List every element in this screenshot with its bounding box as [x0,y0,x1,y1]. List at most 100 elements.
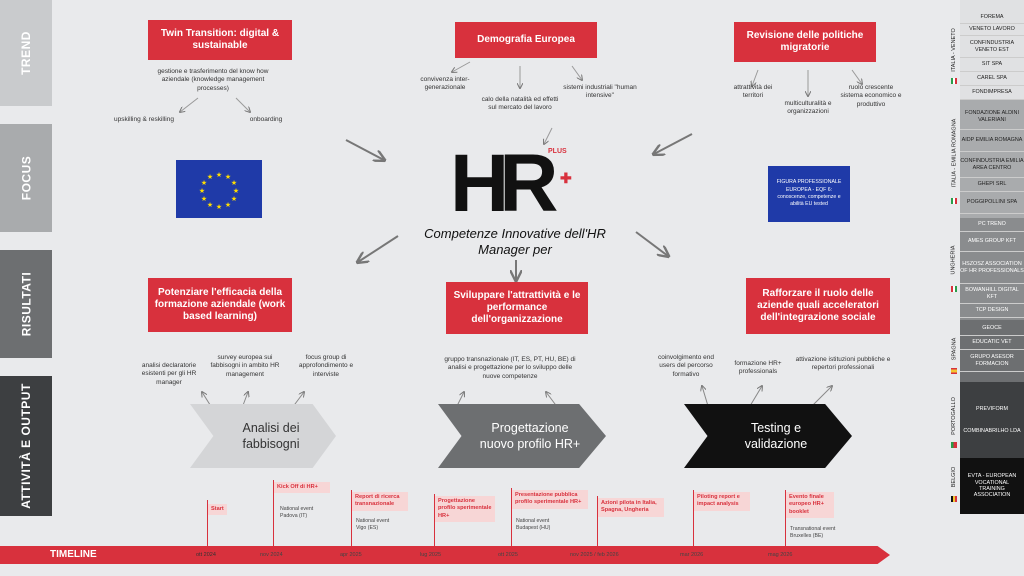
logo-text: HR [450,138,558,229]
timeline-date: apr 2025 [340,552,362,558]
svg-text:★: ★ [199,187,205,195]
svg-text:★: ★ [225,173,231,181]
timeline-date: ott 2024 [196,552,216,558]
row-label-trend: TREND [0,0,52,106]
timeline-stem [785,490,786,546]
row-label-attivita: ATTIVITÀ E OUTPUT [0,376,52,516]
output-note: analisi declaratorie esistenti per gli H… [141,362,197,386]
partner-name: SIT SPA [960,58,1024,72]
partner-group-portogallo [960,382,1024,458]
svg-text:★: ★ [201,179,207,187]
logo-plus-text: PLUS [548,148,567,155]
svg-text:★: ★ [201,195,207,203]
trend-note: onboarding [249,116,283,123]
partner-name: AIDP EMILIA ROMAGNA [960,130,1024,152]
output-note: coinvolgimento end users del percorso fo… [657,354,714,378]
timeline-event-finale: Evento finale europeo HR+ booklet [786,492,834,518]
timeline-stem [693,490,694,546]
timeline-date: mag 2026 [768,552,793,558]
partner-name: TCP DESIGN [960,304,1024,318]
partner-name: VENETO LAVORO [960,24,1024,36]
partner-name: GHEPI SRL [960,178,1024,192]
timeline-date: nov 2024 [260,552,283,558]
partner-name: FONDIMPRESA [960,86,1024,100]
eu-stars-icon: ★★★★★★★★★★★★ [199,171,239,211]
timeline-stem [273,480,274,546]
svg-text:★: ★ [231,195,237,203]
partner-name: FONDAZIONE ALDINI VALERIANI [960,104,1024,130]
timeline-stem [434,494,435,546]
timeline-date: nov 2025 / feb 2026 [570,552,619,558]
timeline-event-start: Start [208,504,227,516]
row-label-focus: FOCUS [0,124,52,232]
svg-text:★: ★ [216,203,222,211]
trend-note: calo della natalità ed effetti sul merca… [481,96,559,112]
spain-flag-icon [951,368,957,374]
svg-text:★: ★ [233,187,239,195]
timeline-label: TIMELINE [50,549,97,560]
svg-text:★: ★ [231,179,237,187]
focus-subtitle: Competenze Innovative dell'HR Manager pe… [424,226,606,257]
svg-text:★: ★ [207,201,213,209]
partner-name: PC TRENO [960,218,1024,232]
svg-text:★: ★ [225,201,231,209]
country-label: BELGIO [951,466,958,488]
timeline-event-presentazione: Presentazione pubblica profilo speriment… [512,490,588,509]
activity-chevron-testing: Testing e validazione [684,404,852,468]
trend-box-twin-transition: Twin Transition: digital & sustainable [148,20,292,60]
partner-name: GRUPO ASESOR FORMACION [960,350,1024,372]
partner-name: POGGIPOLLINI SPA [960,192,1024,214]
timeline-event-sub: National event Padova (IT) [280,506,314,519]
eqf-box: FIGURA PROFESSIONALE EUROPEA - EQF 6: co… [768,166,850,222]
timeline-stem [597,496,598,546]
partner-name: BOWANHILL DIGITAL KFT [960,284,1024,304]
eu-flag: ★★★★★★★★★★★★ [176,160,262,218]
partner-name: EDUCATIC VET [960,336,1024,350]
activity-chevron-progettazione: Progettazione nuovo profilo HR+ [438,404,606,468]
timeline-date: mar 2026 [680,552,704,558]
trend-box-migratorie: Revisione delle politiche migratorie [734,22,876,62]
timeline-stem [351,490,352,546]
partner-name: HSZOSZ ASSOCIATION OF HR PROFESSIONALS [960,252,1024,284]
timeline-event-piloting: Piloting report e impact analysis [694,492,750,511]
italy-flag-icon [951,198,957,204]
partner-name: CONFINDUSTRIA VENETO EST [960,36,1024,58]
trend-note: attrattività dei territori [733,84,773,100]
hungary-flag-icon [951,286,957,292]
timeline-date: lug 2025 [420,552,442,558]
output-note: attivazione istituzioni pubbliche e repe… [795,356,891,372]
output-note: gruppo transnazionale (IT, ES, PT, HU, B… [444,356,576,380]
timeline-stem [207,500,208,546]
timeline-event-sub: National event Budapest (HU) [516,518,551,531]
output-note: survey europea sui fabbisogni in ambito … [210,354,280,378]
partner-group-veneto [960,0,1024,100]
timeline-event-pilota: Azioni pilota in Italia, Spagna, Ungheri… [598,498,664,517]
timeline-event-sub: National event Vigo (ES) [356,518,390,531]
trend-note: multiculturalità e organizzazioni [784,100,832,116]
timeline-event-kickoff: Kick Off di HR+ [274,482,330,494]
partner-name: CAREL SPA [960,72,1024,86]
trend-note: sistemi industriali "human intensive" [563,84,637,100]
trend-note: upskilling & reskilling [114,116,174,123]
belgium-flag-icon [951,496,957,502]
activity-chevron-analisi: Analisi dei fabbisogni [190,404,336,468]
partner-name: FOREMA [960,12,1024,24]
trend-note: gestione e trasferimento del know how az… [157,68,269,92]
country-label: ITALIA - EMILIA ROMAGNA [951,118,958,188]
svg-text:★: ★ [207,173,213,181]
partner-name: AMES GROUP KFT [960,232,1024,252]
timeline-stem [511,488,512,546]
partner-group-belgio [960,458,1024,514]
portugal-flag-icon [951,442,957,448]
partner-name: EVTA - EUROPEAN VOCATIONAL TRAINING ASSO… [967,473,1017,499]
italy-flag-icon [951,78,957,84]
row-label-risultati: RISULTATI [0,250,52,358]
output-note: formazione HR+ professionals [734,360,782,376]
timeline-event-progettazione: Progettazione profilo sperimentale HR+ [435,496,495,522]
timeline-event-sub: Transnational event Bruxelles (BE) [790,526,836,539]
timeline-bar [0,546,890,564]
plus-icon: ✚ [560,170,572,186]
partner-name: PREVIFORM [975,405,1009,412]
partner-name: GEOCE [960,322,1024,336]
